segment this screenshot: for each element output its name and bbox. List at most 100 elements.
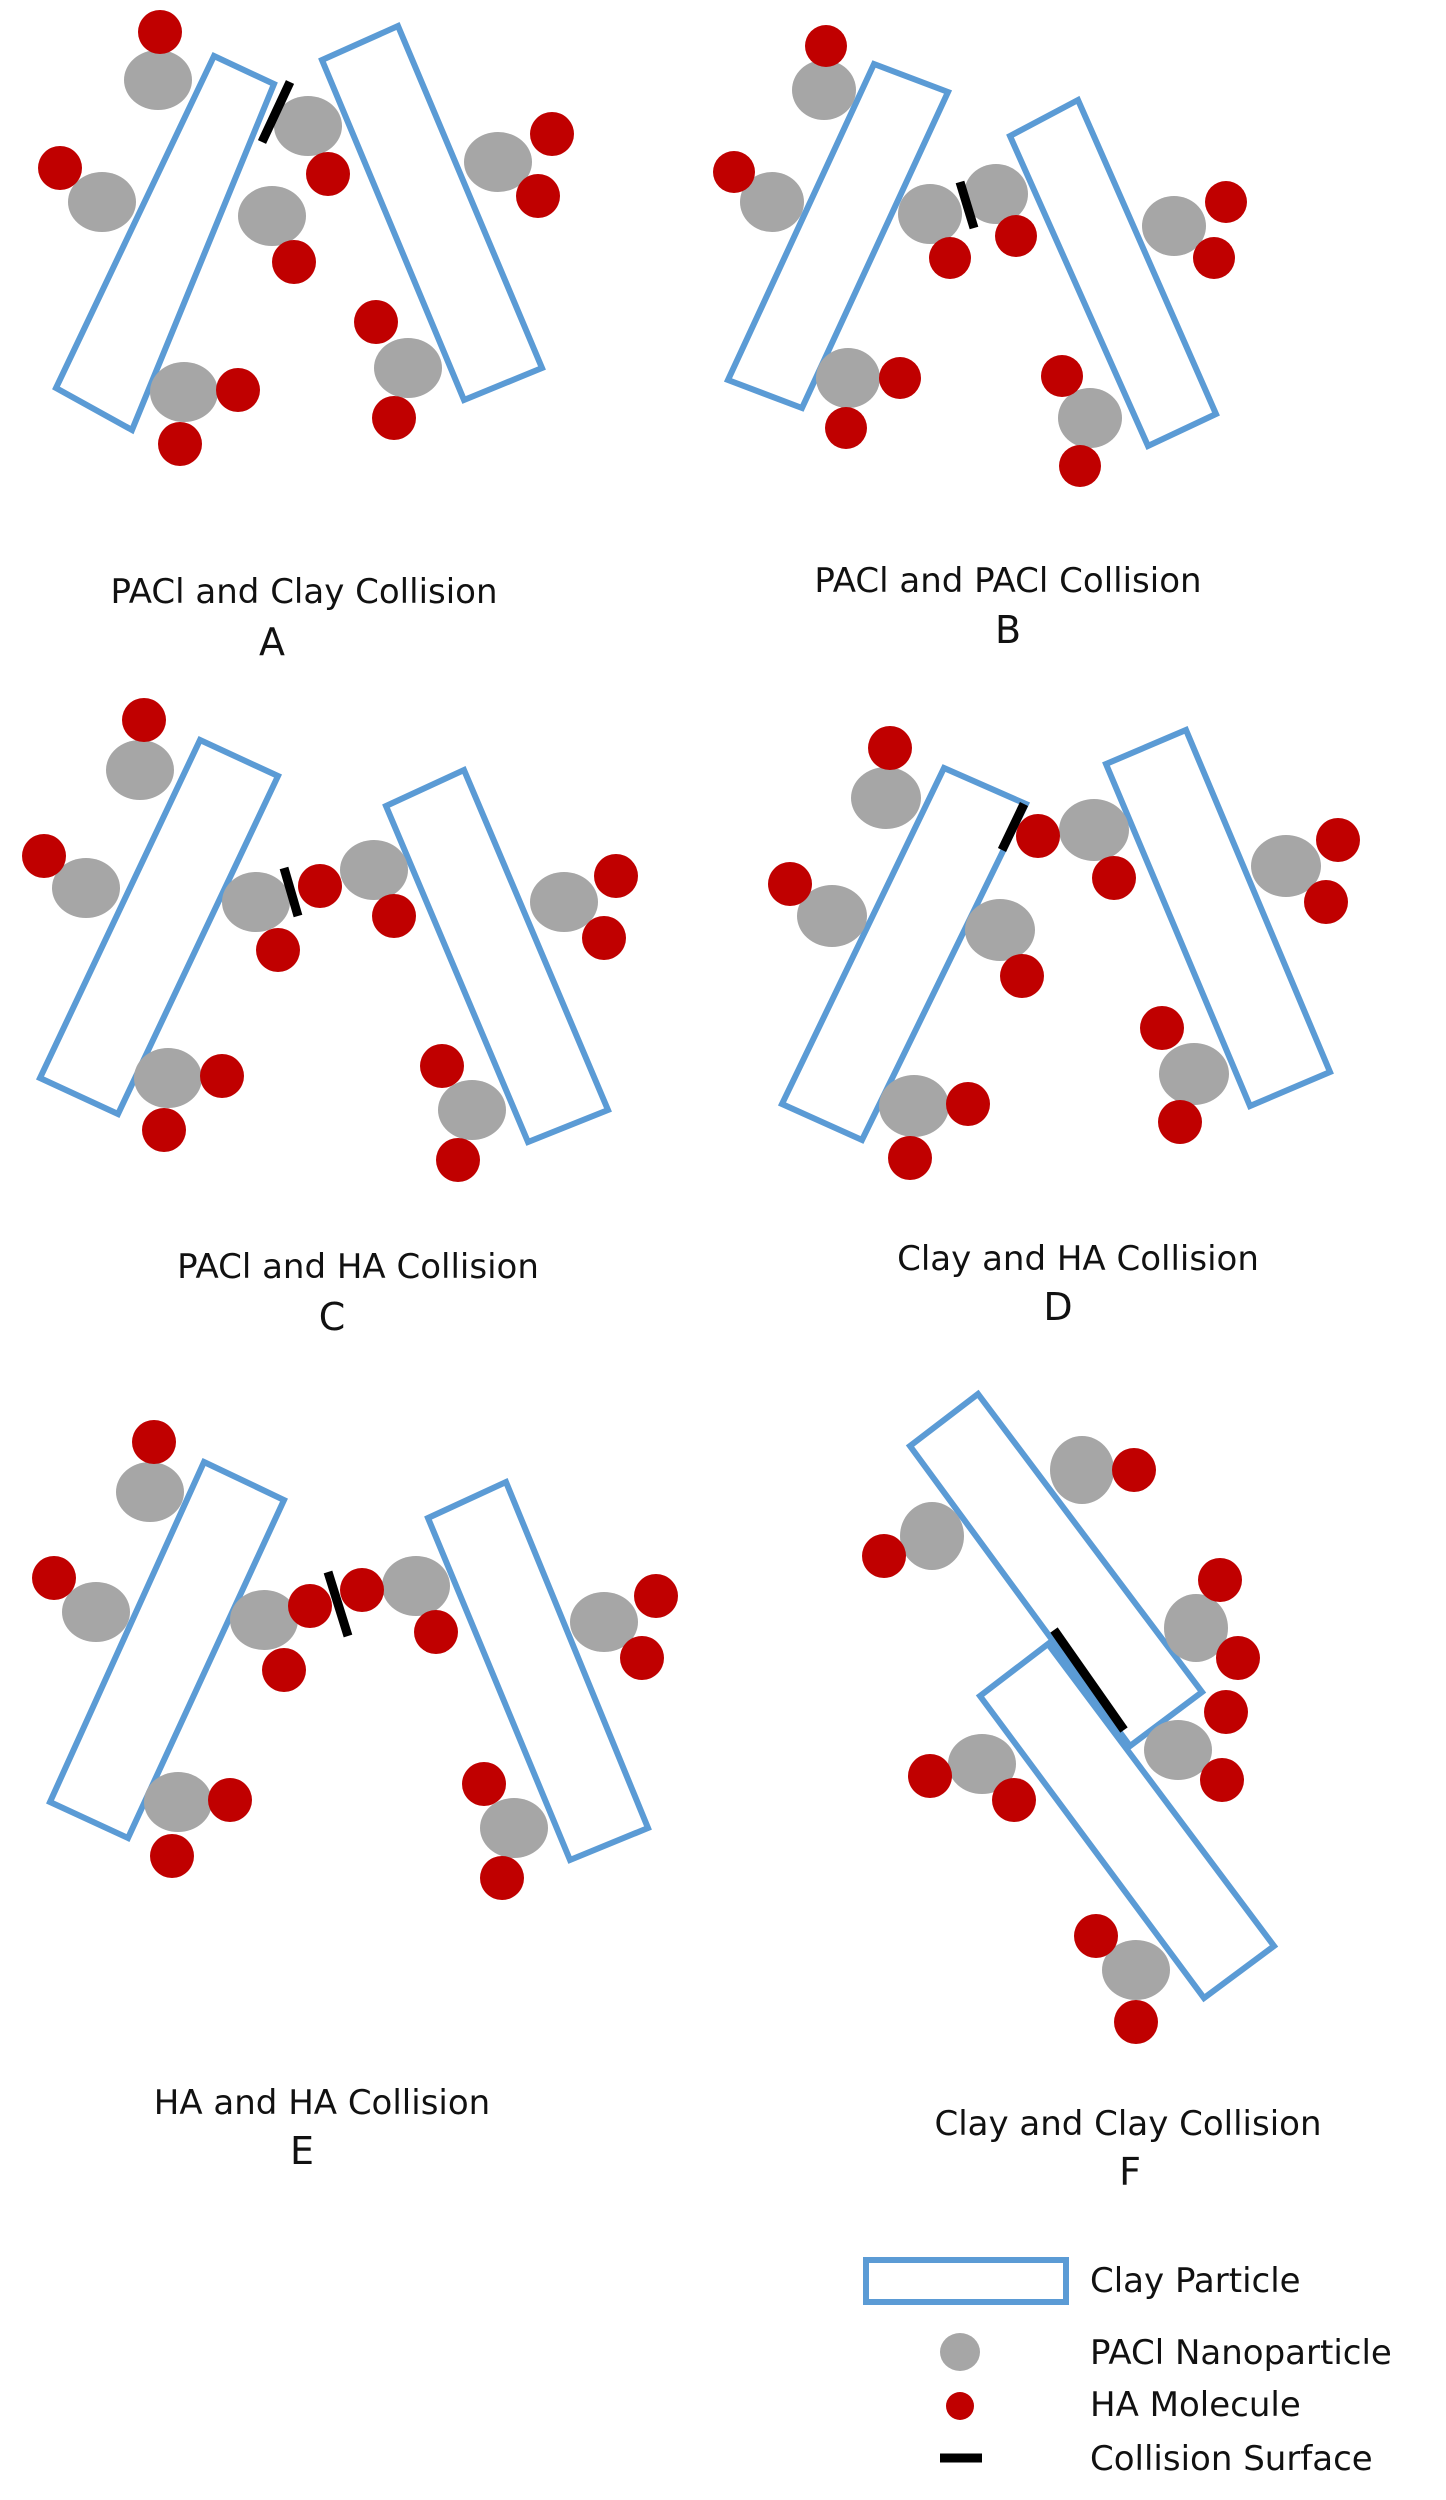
ha-molecule bbox=[1059, 445, 1101, 487]
paci-nanoparticle bbox=[68, 172, 136, 232]
legend-clay-swatch bbox=[863, 2257, 1069, 2305]
paci-ha-complex bbox=[116, 1420, 184, 1522]
paci-nanoparticle bbox=[52, 858, 120, 918]
panel-a: PACl and Clay Collision A bbox=[38, 10, 574, 664]
paci-nanoparticle bbox=[965, 899, 1035, 961]
panel-letter: C bbox=[319, 1295, 346, 1339]
paci-nanoparticle bbox=[797, 885, 867, 947]
paci-ha-complex bbox=[144, 1772, 252, 1878]
legend-paci-swatch bbox=[940, 2333, 980, 2371]
paci-ha-complex bbox=[150, 362, 260, 466]
ha-molecule bbox=[594, 854, 638, 898]
ha-molecule bbox=[132, 1420, 176, 1464]
paci-ha-complex bbox=[964, 164, 1037, 257]
paci-ha-complex bbox=[222, 872, 300, 972]
paci-nanoparticle bbox=[1059, 799, 1129, 861]
paci-ha-complex bbox=[1164, 1558, 1260, 1680]
ha-molecule bbox=[1114, 2000, 1158, 2044]
ha-molecule bbox=[1092, 856, 1136, 900]
panel-caption: PACl and HA Collision bbox=[177, 1247, 539, 1287]
paci-nanoparticle bbox=[1251, 835, 1321, 897]
paci-nanoparticle bbox=[238, 186, 306, 246]
paci-nanoparticle bbox=[964, 164, 1028, 224]
paci-nanoparticle bbox=[374, 338, 442, 398]
paci-ha-complex bbox=[1140, 1006, 1229, 1144]
paci-nanoparticle bbox=[438, 1080, 506, 1140]
ha-molecule bbox=[22, 834, 66, 878]
collision-surface bbox=[955, 180, 979, 230]
panel-letter: E bbox=[290, 2129, 314, 2173]
clay-particle bbox=[46, 1457, 288, 1842]
ha-molecule bbox=[122, 698, 166, 742]
paci-nanoparticle bbox=[274, 96, 342, 156]
paci-ha-complex bbox=[965, 899, 1044, 998]
paci-ha-complex bbox=[851, 726, 921, 829]
paci-nanoparticle bbox=[1058, 388, 1122, 448]
paci-ha-complex bbox=[354, 300, 442, 440]
panel-d: Clay and HA Collision D bbox=[768, 726, 1360, 1329]
paci-nanoparticle bbox=[340, 840, 408, 900]
ha-molecule bbox=[929, 237, 971, 279]
ha-molecule bbox=[142, 1108, 186, 1152]
panel-caption: PACl and Clay Collision bbox=[110, 572, 497, 612]
paci-nanoparticle bbox=[150, 362, 218, 422]
paci-nanoparticle bbox=[792, 60, 856, 120]
clay-particle bbox=[52, 52, 278, 435]
paci-ha-complex bbox=[768, 862, 867, 947]
paci-nanoparticle bbox=[106, 740, 174, 800]
clay-particle bbox=[777, 764, 1031, 1144]
collision-surface bbox=[997, 802, 1029, 852]
ha-molecule bbox=[1074, 1914, 1118, 1958]
clay-particle bbox=[35, 736, 283, 1118]
ha-molecule bbox=[1000, 954, 1044, 998]
clay-particle bbox=[905, 1389, 1207, 1751]
clay-particle bbox=[723, 60, 953, 412]
paci-ha-complex bbox=[1142, 181, 1247, 279]
ha-molecule bbox=[200, 1054, 244, 1098]
ha-molecule bbox=[372, 894, 416, 938]
paci-ha-complex bbox=[1251, 818, 1360, 924]
ha-molecule bbox=[995, 215, 1037, 257]
collision-surface bbox=[323, 1570, 353, 1638]
paci-ha-complex bbox=[530, 854, 638, 960]
paci-ha-complex bbox=[298, 840, 416, 938]
ha-molecule bbox=[32, 1556, 76, 1600]
paci-ha-complex bbox=[106, 698, 174, 800]
ha-molecule bbox=[879, 357, 921, 399]
paci-ha-complex bbox=[1041, 355, 1122, 487]
paci-ha-complex bbox=[22, 834, 120, 918]
ha-molecule bbox=[992, 1778, 1036, 1822]
ha-molecule bbox=[1140, 1006, 1184, 1050]
ha-molecule bbox=[908, 1754, 952, 1798]
legend-ha-swatch bbox=[946, 2392, 974, 2420]
paci-nanoparticle bbox=[382, 1556, 450, 1616]
ha-molecule bbox=[436, 1138, 480, 1182]
ha-molecule bbox=[1316, 818, 1360, 862]
paci-ha-complex bbox=[124, 10, 192, 110]
ha-molecule bbox=[1200, 1758, 1244, 1802]
ha-molecule bbox=[946, 1082, 990, 1126]
ha-molecule bbox=[1193, 237, 1235, 279]
panel-letter: F bbox=[1119, 2150, 1141, 2194]
clay-particle bbox=[382, 765, 612, 1146]
ha-molecule bbox=[38, 146, 82, 190]
ha-molecule bbox=[862, 1534, 906, 1578]
ha-molecule bbox=[530, 112, 574, 156]
clay-particle bbox=[424, 1477, 652, 1864]
paci-nanoparticle bbox=[230, 1590, 298, 1650]
paci-nanoparticle bbox=[134, 1048, 202, 1108]
paci-ha-complex bbox=[713, 151, 804, 232]
ha-molecule bbox=[825, 407, 867, 449]
ha-molecule bbox=[288, 1584, 332, 1628]
paci-nanoparticle bbox=[740, 172, 804, 232]
paci-nanoparticle bbox=[900, 1502, 964, 1570]
panel-letter: B bbox=[995, 608, 1021, 652]
legend-clay-label: Clay Particle bbox=[1090, 2261, 1301, 2301]
paci-nanoparticle bbox=[530, 872, 598, 932]
ha-molecule bbox=[216, 368, 260, 412]
ha-molecule bbox=[354, 300, 398, 344]
paci-ha-complex bbox=[816, 348, 921, 449]
paci-ha-complex bbox=[238, 186, 316, 284]
ha-molecule bbox=[516, 174, 560, 218]
